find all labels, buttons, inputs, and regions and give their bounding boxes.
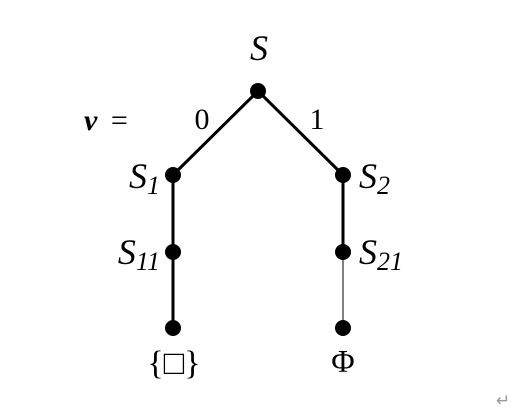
- edge-root-s2: [256, 89, 345, 177]
- leaf-node-right: [335, 320, 351, 336]
- node-label-s11: S11: [118, 232, 160, 276]
- node-label-s21: S21: [359, 232, 403, 276]
- node-label-s2-base: S: [359, 156, 377, 196]
- node-s2: [335, 167, 351, 183]
- node-label-s2: S2: [359, 156, 390, 200]
- edge-root-s1: [171, 89, 260, 177]
- node-s1: [165, 167, 181, 183]
- node-label-s1: S1: [129, 156, 160, 200]
- vector-symbol: v: [84, 104, 98, 137]
- edge-label-right: 1: [310, 103, 325, 136]
- node-label-s11-base: S: [118, 232, 136, 272]
- node-label-s21-sub: 21: [377, 247, 403, 276]
- edge-label-left: 0: [195, 103, 210, 136]
- leaf-label-right: Φ: [331, 343, 354, 379]
- root-label: S: [250, 28, 268, 68]
- node-label-s1-sub: 1: [147, 171, 160, 200]
- node-label-s11-sub: 11: [136, 247, 160, 276]
- leaf-label-left: {□}: [147, 345, 200, 382]
- node-s21: [335, 244, 351, 260]
- node-label-s21-base: S: [359, 232, 377, 272]
- node-label-s2-sub: 2: [377, 171, 390, 200]
- leaf-node-left: [165, 320, 181, 336]
- node-label-s1-base: S: [129, 156, 147, 196]
- return-mark-icon: ↵: [496, 391, 510, 411]
- vector-label: v =: [84, 104, 128, 137]
- root-node: [250, 83, 266, 99]
- vector-equals: =: [111, 104, 128, 137]
- node-s11: [165, 244, 181, 260]
